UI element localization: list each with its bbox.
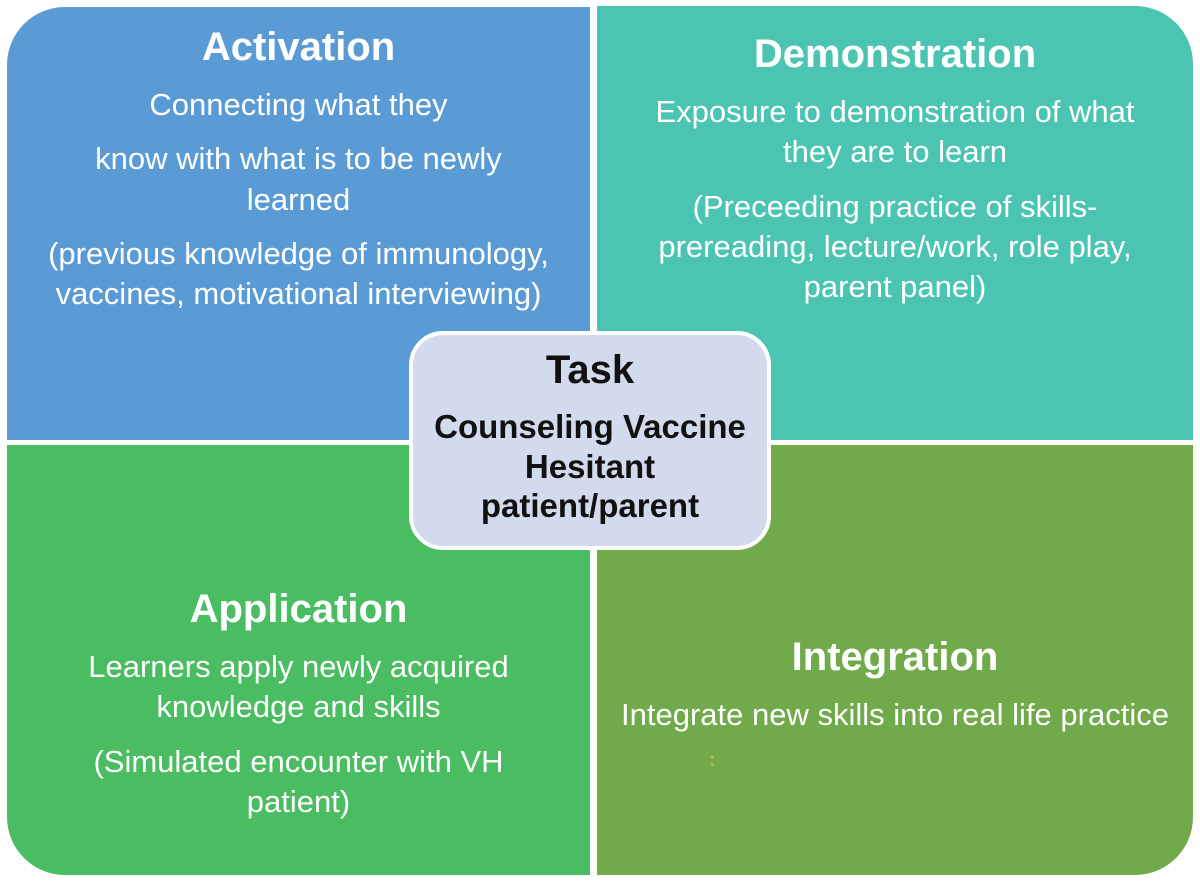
activation-paragraph: Connecting what they [149,87,448,122]
application-paragraph: (Simulated encounter with VH patient) [93,743,504,819]
demonstration-paragraph: Exposure to demonstration of what they a… [655,94,1135,170]
application-title: Application [189,587,408,631]
application-paragraph: Learners apply newly acquired knowledge … [88,649,509,725]
integration-title: Integration [791,635,999,679]
activation-paragraph: know with what is to be newly learned [95,141,502,217]
task-title: Task [545,348,635,392]
integration-paragraph: Integrate new skills into real life prac… [621,697,1169,732]
task-box: Task Counseling Vaccine Hesitant patient… [409,331,771,550]
task-line: Hesitant [524,447,656,485]
task-line: Counseling Vaccine [434,408,746,445]
activation-title: Activation [201,25,396,69]
demonstration-title: Demonstration [753,32,1037,76]
task-line: patient/parent [480,487,700,525]
activation-paragraph: (previous knowledge of immunology, vacci… [48,235,549,312]
quadrant-application: Application Learners apply newly acquire… [7,445,590,875]
demonstration-paragraph: (Preceeding practice of skills- prereadi… [658,188,1132,305]
stray-colon-artifact: : [709,749,716,771]
quadrant-activation: Activation Connecting what they know wit… [7,7,590,440]
